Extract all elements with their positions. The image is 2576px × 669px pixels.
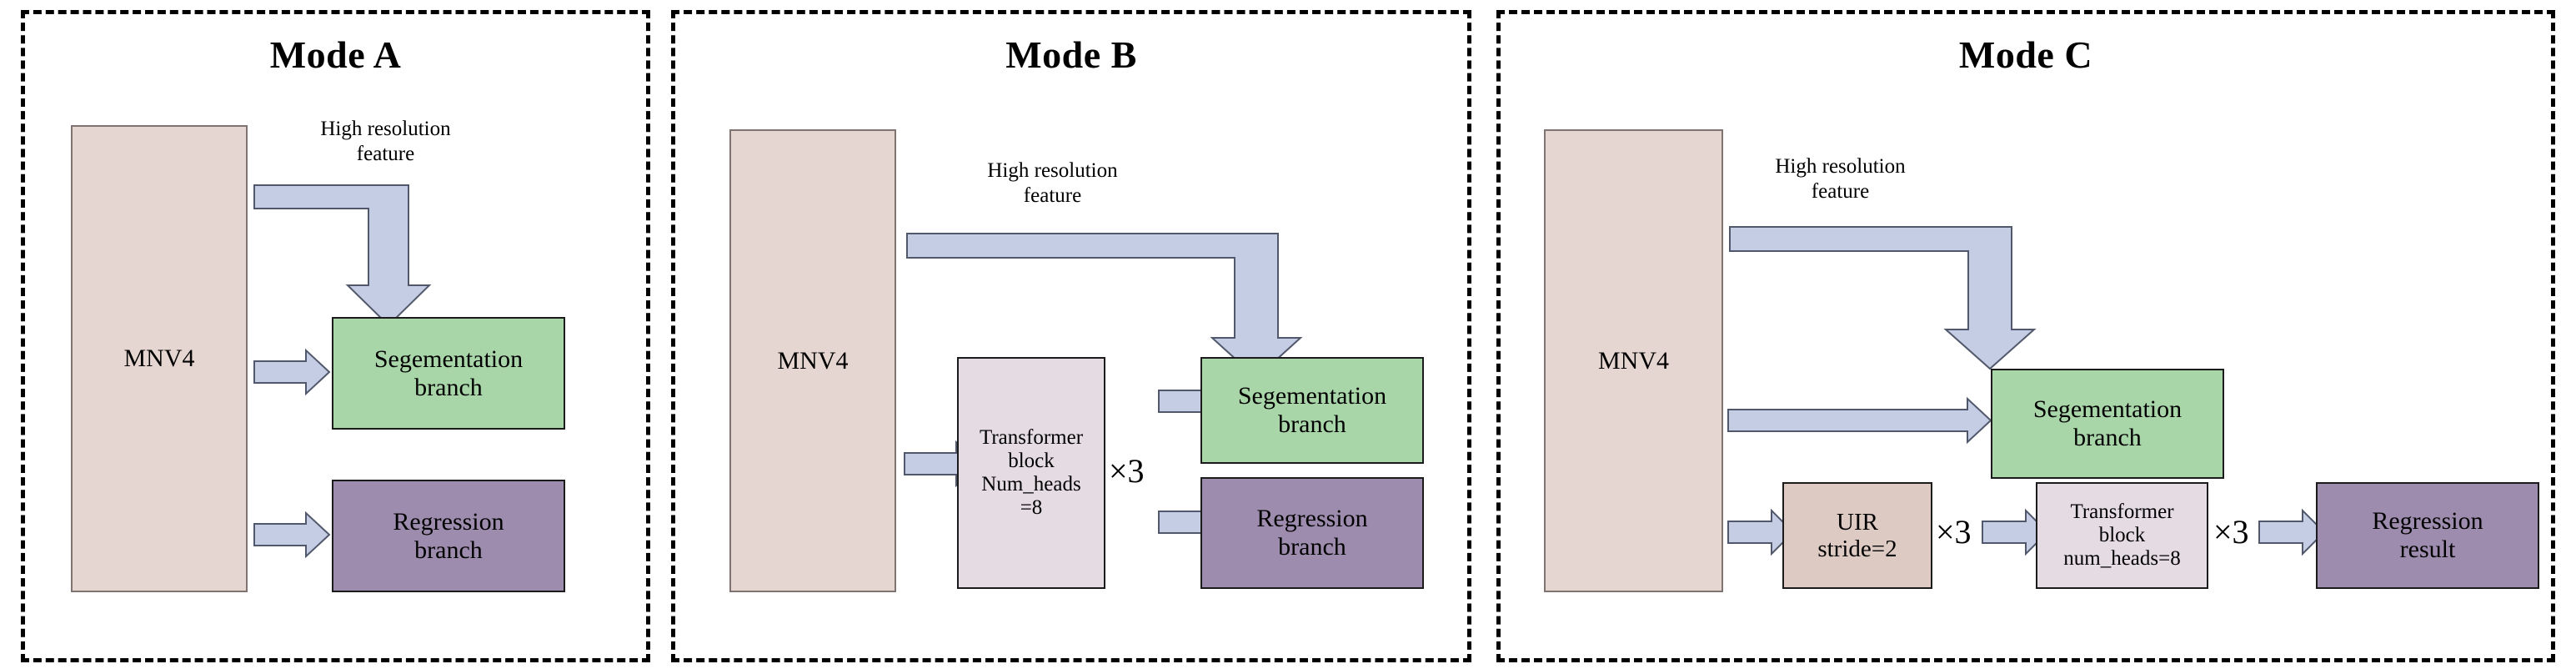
mode-c-transformer-label: Transformer block num_heads=8 — [2063, 500, 2181, 570]
mode-c-transformer-block: Transformer block num_heads=8 — [2036, 482, 2208, 589]
mode-b-transformer-label: Transformer block Num_heads =8 — [979, 426, 1084, 519]
mode-b-segmentation-label: Segementation branch — [1237, 382, 1387, 438]
mode-b-skip-caption: High resolution feature — [942, 158, 1163, 208]
mode-c-segmentation-label: Segementation branch — [2032, 395, 2183, 451]
mode-c-arrow-to-regression-result — [2258, 508, 2326, 556]
mode-c-uir-multiplier: ×3 — [1936, 513, 1972, 551]
mode-b-segmentation-branch: Segementation branch — [1200, 357, 1424, 464]
mode-c-uir-label: UIR stride=2 — [1817, 508, 1897, 562]
mode-c-backbone-mnv4: MNV4 — [1544, 129, 1723, 592]
mode-c-uir-block: UIR stride=2 — [1782, 482, 1932, 589]
mode-b-regression-branch: Regression branch — [1200, 477, 1424, 589]
mode-c-segmentation-branch: Segementation branch — [1991, 369, 2224, 479]
mode-c-regression-result: Regression result — [2316, 482, 2539, 589]
mode-b-backbone-label: MNV4 — [777, 346, 849, 375]
mode-c-transformer-multiplier: ×3 — [2213, 513, 2249, 551]
mode-c-skip-arrow — [1729, 226, 2063, 370]
mode-c-regression-result-label: Regression result — [2372, 507, 2483, 563]
mode-a-backbone-mnv4: MNV4 — [71, 125, 248, 592]
mode-b-backbone-mnv4: MNV4 — [729, 129, 896, 592]
panel-title-mode-a: Mode A — [269, 33, 402, 76]
mode-c-backbone-label: MNV4 — [1597, 346, 1669, 375]
mode-b-transformer-multiplier: ×3 — [1109, 452, 1145, 490]
mode-c-skip-caption: High resolution feature — [1730, 154, 1951, 204]
mode-a-skip-caption-text: High resolution feature — [320, 118, 451, 165]
mode-a-skip-caption: High resolution feature — [275, 117, 496, 166]
mode-c-arrow-to-segmentation — [1727, 396, 1992, 445]
mode-a-regression-label: Regression branch — [393, 507, 504, 564]
mode-a-arrow-to-segmentation — [253, 348, 331, 396]
mode-a-arrow-to-regression — [253, 511, 331, 559]
mode-a-skip-arrow — [253, 184, 471, 327]
mode-c-skip-caption-text: High resolution feature — [1775, 155, 1906, 203]
panel-title-mode-c: Mode C — [1958, 33, 2093, 76]
mode-a-backbone-label: MNV4 — [123, 345, 195, 373]
mode-b-regression-label: Regression branch — [1256, 505, 1368, 561]
mode-a-segmentation-branch: Segementation branch — [332, 317, 565, 430]
mode-a-regression-branch: Regression branch — [332, 480, 565, 592]
mode-a-segmentation-label: Segementation branch — [373, 345, 524, 401]
mode-b-transformer-block: Transformer block Num_heads =8 — [957, 357, 1105, 589]
panel-title-mode-b: Mode B — [1005, 33, 1137, 76]
mode-b-skip-caption-text: High resolution feature — [987, 159, 1118, 207]
